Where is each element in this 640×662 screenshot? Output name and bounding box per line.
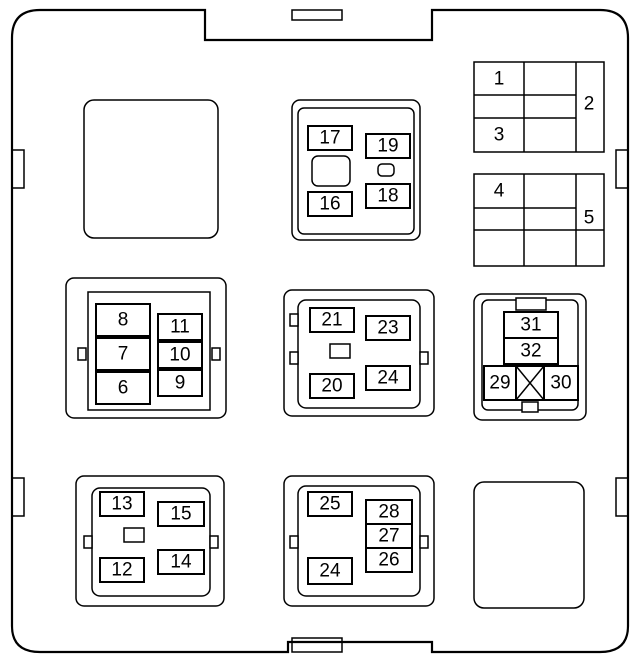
cell-14 [157,549,205,575]
center-pin [329,343,351,359]
cell-30 [543,365,579,401]
label-14: 14 [170,552,192,573]
cell-10 [157,341,203,369]
label-25: 25 [319,494,340,515]
label-24-lower: 24 [319,561,341,582]
label-11: 11 [170,317,190,338]
label-5: 5 [584,208,595,229]
left-tab-lower [11,477,25,517]
side-latch-right [419,351,429,365]
side-latch-right [209,535,219,549]
label-9: 9 [175,373,186,394]
cell-24-lower [307,557,353,585]
cell-8 [95,303,151,337]
label-20: 20 [321,376,342,397]
side-latch-left [289,535,299,549]
label-16: 16 [319,194,340,215]
label-3: 3 [494,125,505,146]
relay-block-29-32: 31 32 29 30 [473,293,587,421]
label-31: 31 [520,315,541,336]
connector-pin-small [377,163,395,177]
label-28: 28 [378,502,399,523]
cell-32 [503,337,559,365]
relay-block-16-19: 17 19 18 16 [291,99,421,241]
bottom-clip [521,401,539,413]
right-tab-upper [615,149,629,189]
cell-16 [307,191,353,217]
cell-15 [157,501,205,527]
label-26: 26 [378,550,399,571]
side-latch-right [211,347,221,361]
relay-block-20-24: 21 23 24 20 [283,289,435,417]
label-2: 2 [584,94,595,115]
cell-13 [99,491,145,517]
label-12: 12 [111,560,132,581]
bottom-tab [291,637,343,653]
side-latch-left [289,313,299,327]
cell-9 [157,369,203,397]
cell-25 [307,491,353,517]
label-4: 4 [494,181,505,202]
center-pin [123,527,145,543]
housing [10,8,630,654]
label-6: 6 [118,378,129,399]
label-10: 10 [169,345,190,366]
label-29: 29 [489,373,510,394]
cell-19 [365,133,411,159]
top-tab [291,9,343,21]
relay-block-24-28: 25 28 27 26 24 [283,475,435,607]
relay-block-12-15: 13 15 14 12 [75,475,225,607]
connector-pin [311,155,351,187]
side-latch-left-2 [289,351,299,365]
relay-block-6-11: 8 7 6 11 10 9 [65,277,227,419]
label-17: 17 [319,128,340,149]
label-24-center: 24 [377,368,399,389]
label-13: 13 [111,494,132,515]
label-7: 7 [118,344,129,365]
label-18: 18 [377,186,398,207]
cell-26 [365,547,413,573]
fuse-strip-1-3: 1 2 3 [473,61,605,153]
cell-18 [365,183,411,209]
top-clip [515,297,547,311]
label-30: 30 [550,373,571,394]
cell-21 [309,307,355,333]
fuse-strip-4-5: 4 5 [473,173,605,267]
side-latch-left [77,347,87,361]
label-27: 27 [378,526,399,547]
label-8: 8 [118,310,129,331]
label-15: 15 [170,504,191,525]
label-23: 23 [377,318,398,339]
blank-relay-slot-upper-left [83,99,219,239]
cell-31 [503,311,559,339]
cell-6 [95,371,151,405]
label-1: 1 [494,69,505,90]
label-32: 32 [520,341,541,362]
cell-20 [309,373,355,399]
cell-7 [95,337,151,371]
cell-23 [365,315,411,341]
side-latch-right [419,535,429,549]
right-tab-lower [615,477,629,517]
left-tab-upper [11,149,25,189]
cell-24-center [365,365,411,391]
label-21: 21 [321,310,342,331]
cell-11 [157,313,203,341]
blank-relay-slot-lower-right [473,481,585,609]
cell-12 [99,557,145,583]
label-19: 19 [377,136,398,157]
cell-17 [307,125,353,151]
side-latch-left [83,535,93,549]
